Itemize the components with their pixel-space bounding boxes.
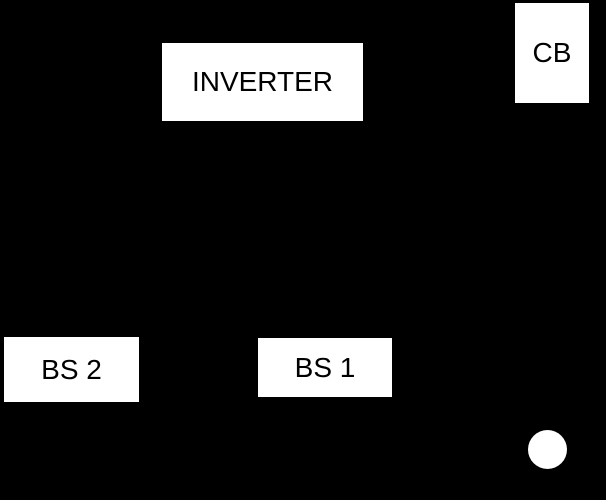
node-inverter: INVERTER (162, 43, 363, 121)
node-bs1: BS 1 (258, 338, 392, 397)
node-bs2: BS 2 (4, 337, 139, 402)
node-cb: CB (515, 3, 589, 103)
junction-dot-shape (528, 430, 567, 469)
